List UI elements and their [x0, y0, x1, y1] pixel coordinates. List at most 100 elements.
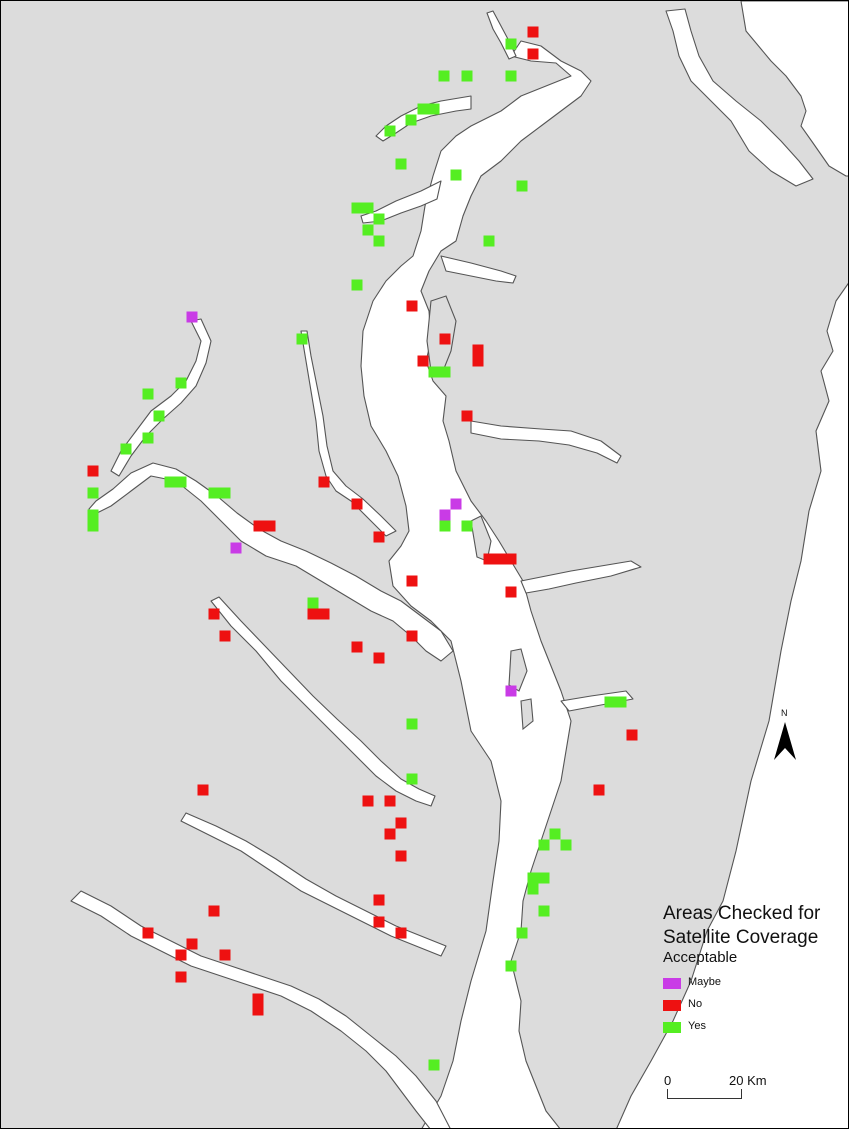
site-marker-yes[interactable] — [395, 158, 407, 170]
site-marker-no[interactable] — [395, 817, 407, 829]
site-marker-no[interactable] — [406, 300, 418, 312]
site-marker-no[interactable] — [472, 355, 484, 367]
site-marker-no[interactable] — [208, 608, 220, 620]
site-marker-yes[interactable] — [351, 279, 363, 291]
site-marker-no[interactable] — [186, 938, 198, 950]
site-marker-yes[interactable] — [428, 366, 440, 378]
site-marker-no[interactable] — [395, 850, 407, 862]
site-marker-no[interactable] — [593, 784, 605, 796]
site-marker-yes[interactable] — [428, 103, 440, 115]
site-marker-yes[interactable] — [164, 476, 176, 488]
site-marker-yes[interactable] — [153, 410, 165, 422]
site-marker-yes[interactable] — [461, 70, 473, 82]
site-marker-no[interactable] — [318, 608, 330, 620]
site-marker-yes[interactable] — [208, 487, 220, 499]
site-marker-maybe[interactable] — [450, 498, 462, 510]
site-marker-yes[interactable] — [438, 70, 450, 82]
site-marker-yes[interactable] — [87, 520, 99, 532]
site-marker-no[interactable] — [384, 828, 396, 840]
site-marker-no[interactable] — [527, 48, 539, 60]
site-marker-yes[interactable] — [417, 103, 429, 115]
site-marker-no[interactable] — [197, 784, 209, 796]
site-marker-no[interactable] — [505, 553, 517, 565]
site-marker-maybe[interactable] — [186, 311, 198, 323]
site-marker-no[interactable] — [395, 927, 407, 939]
site-marker-no[interactable] — [505, 586, 517, 598]
site-marker-yes[interactable] — [142, 388, 154, 400]
site-marker-no[interactable] — [527, 26, 539, 38]
site-marker-yes[interactable] — [483, 235, 495, 247]
site-marker-no[interactable] — [362, 795, 374, 807]
site-marker-no[interactable] — [417, 355, 429, 367]
site-marker-no[interactable] — [219, 630, 231, 642]
site-marker-yes[interactable] — [560, 839, 572, 851]
site-marker-yes[interactable] — [516, 927, 528, 939]
site-marker-no[interactable] — [318, 476, 330, 488]
site-marker-no[interactable] — [373, 652, 385, 664]
site-marker-no[interactable] — [373, 916, 385, 928]
site-marker-maybe[interactable] — [439, 509, 451, 521]
site-marker-yes[interactable] — [362, 224, 374, 236]
site-marker-yes[interactable] — [87, 487, 99, 499]
site-marker-yes[interactable] — [307, 597, 319, 609]
site-marker-yes[interactable] — [351, 202, 363, 214]
site-marker-no[interactable] — [472, 344, 484, 356]
site-marker-no[interactable] — [142, 927, 154, 939]
site-marker-no[interactable] — [461, 410, 473, 422]
site-marker-no[interactable] — [406, 630, 418, 642]
site-marker-maybe[interactable] — [230, 542, 242, 554]
site-marker-no[interactable] — [264, 520, 276, 532]
site-marker-yes[interactable] — [615, 696, 627, 708]
site-marker-yes[interactable] — [461, 520, 473, 532]
site-marker-yes[interactable] — [527, 872, 539, 884]
site-marker-yes[interactable] — [549, 828, 561, 840]
site-marker-no[interactable] — [219, 949, 231, 961]
site-marker-yes[interactable] — [428, 1059, 440, 1071]
site-marker-no[interactable] — [373, 894, 385, 906]
site-marker-yes[interactable] — [142, 432, 154, 444]
site-marker-no[interactable] — [483, 553, 495, 565]
site-marker-maybe[interactable] — [505, 685, 517, 697]
site-marker-yes[interactable] — [516, 180, 528, 192]
site-marker-yes[interactable] — [538, 839, 550, 851]
site-marker-no[interactable] — [373, 531, 385, 543]
site-marker-yes[interactable] — [439, 366, 451, 378]
site-marker-yes[interactable] — [538, 872, 550, 884]
site-marker-yes[interactable] — [219, 487, 231, 499]
site-marker-yes[interactable] — [373, 235, 385, 247]
site-marker-yes[interactable] — [406, 773, 418, 785]
site-marker-yes[interactable] — [439, 520, 451, 532]
site-marker-yes[interactable] — [450, 169, 462, 181]
site-marker-yes[interactable] — [373, 213, 385, 225]
site-marker-no[interactable] — [307, 608, 319, 620]
site-marker-yes[interactable] — [120, 443, 132, 455]
site-marker-yes[interactable] — [505, 960, 517, 972]
site-marker-no[interactable] — [494, 553, 506, 565]
site-marker-no[interactable] — [175, 949, 187, 961]
site-marker-yes[interactable] — [296, 333, 308, 345]
site-marker-no[interactable] — [252, 993, 264, 1005]
site-marker-no[interactable] — [384, 795, 396, 807]
site-marker-no[interactable] — [439, 333, 451, 345]
site-marker-no[interactable] — [208, 905, 220, 917]
site-marker-yes[interactable] — [405, 114, 417, 126]
site-marker-yes[interactable] — [87, 509, 99, 521]
site-marker-no[interactable] — [252, 1004, 264, 1016]
site-marker-no[interactable] — [175, 971, 187, 983]
site-marker-no[interactable] — [626, 729, 638, 741]
site-marker-yes[interactable] — [527, 883, 539, 895]
site-marker-yes[interactable] — [175, 476, 187, 488]
site-marker-yes[interactable] — [175, 377, 187, 389]
site-marker-no[interactable] — [351, 641, 363, 653]
site-marker-yes[interactable] — [406, 718, 418, 730]
site-marker-yes[interactable] — [362, 202, 374, 214]
site-marker-no[interactable] — [351, 498, 363, 510]
site-marker-yes[interactable] — [505, 38, 517, 50]
site-marker-no[interactable] — [87, 465, 99, 477]
site-marker-yes[interactable] — [505, 70, 517, 82]
site-marker-yes[interactable] — [538, 905, 550, 917]
site-marker-yes[interactable] — [384, 125, 396, 137]
site-marker-no[interactable] — [253, 520, 265, 532]
site-marker-yes[interactable] — [604, 696, 616, 708]
